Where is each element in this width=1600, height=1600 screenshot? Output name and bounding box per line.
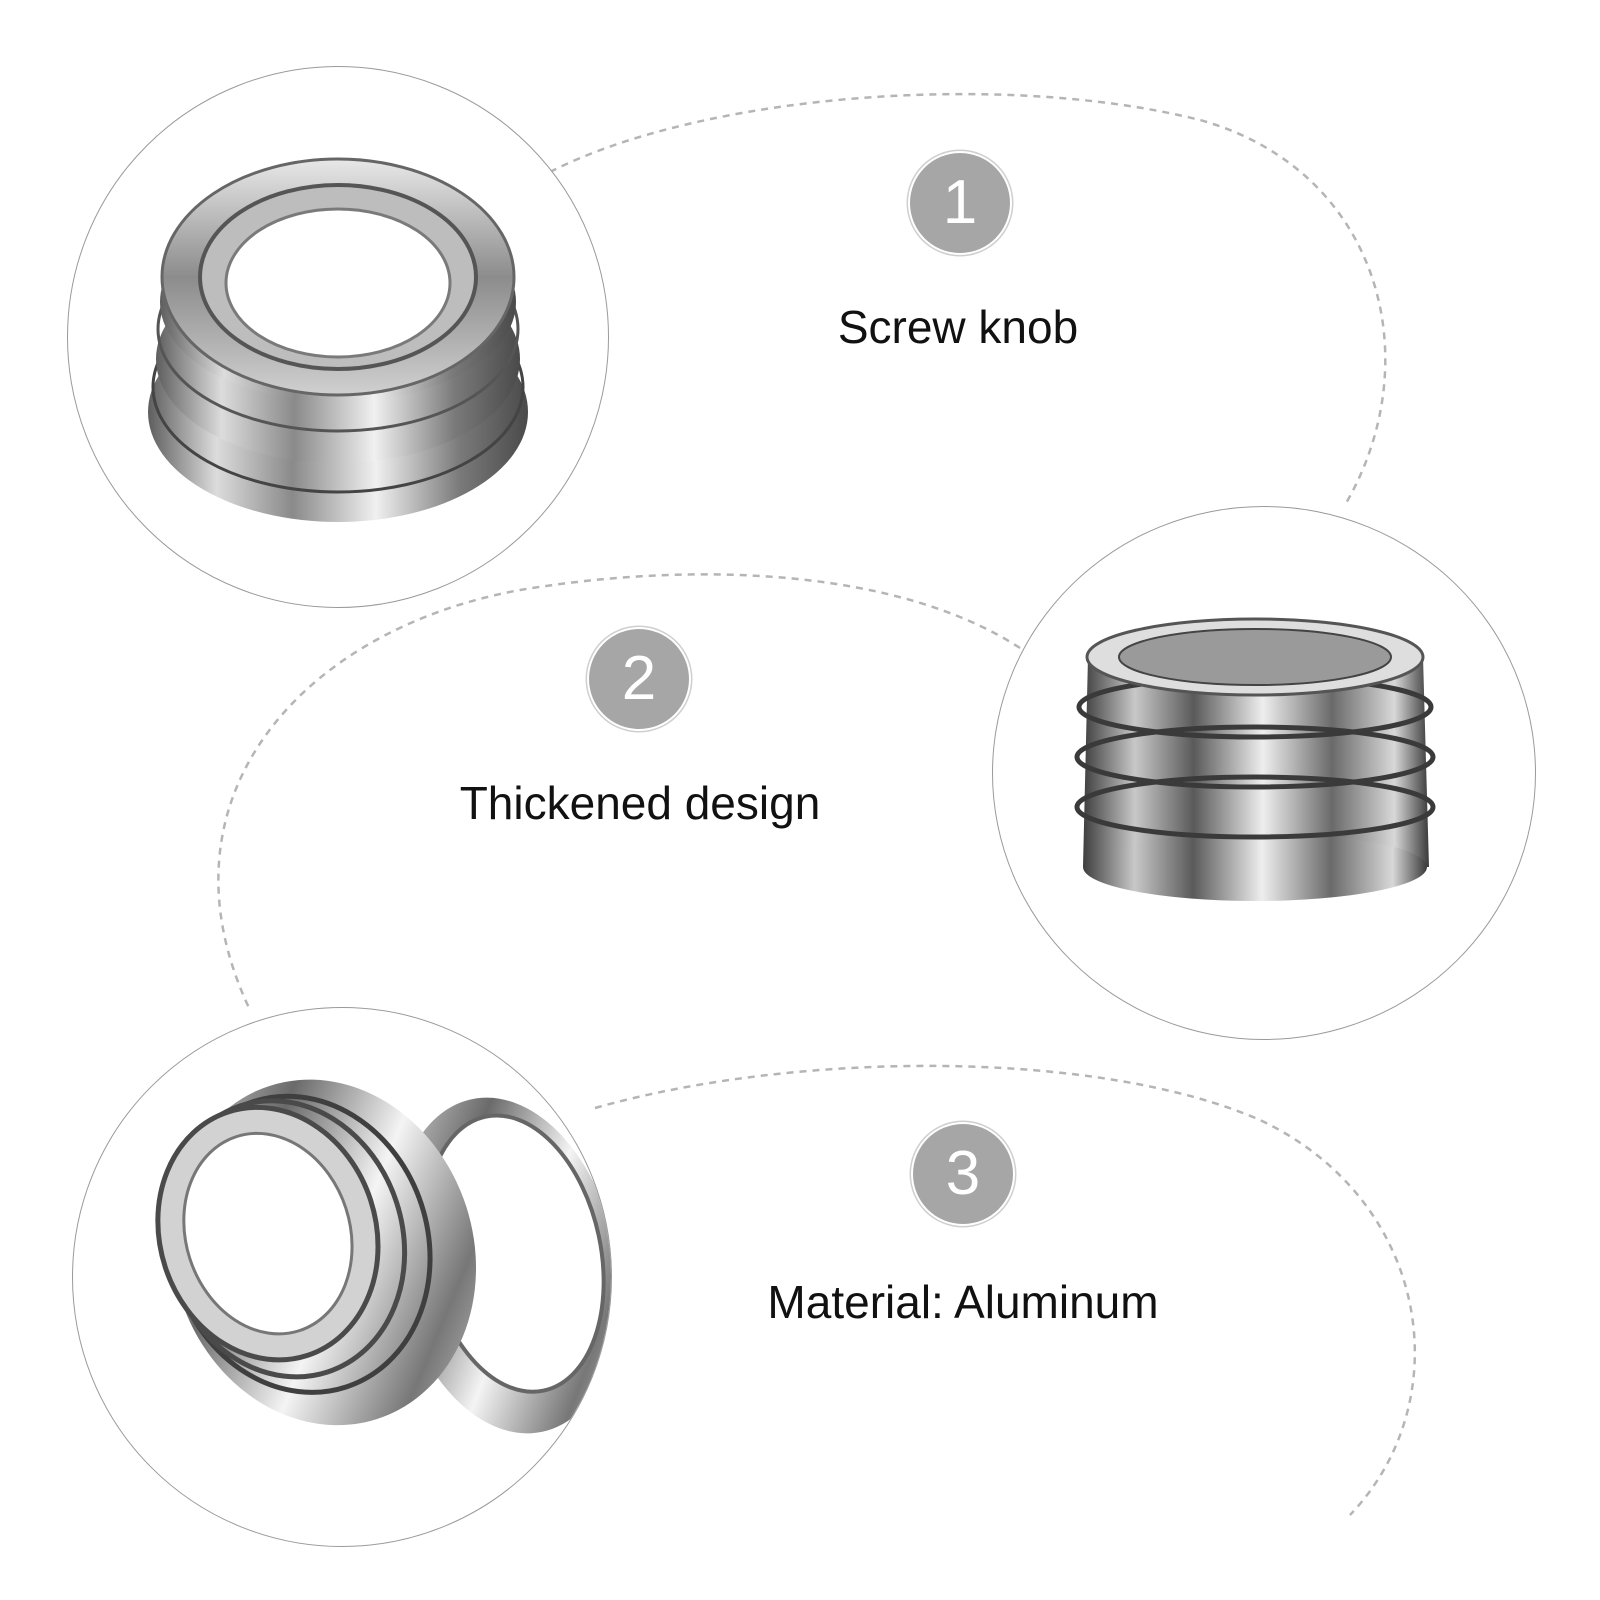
dashed-curve-2	[217, 573, 1021, 1011]
screw-ring-pair-image	[155, 1079, 611, 1434]
dashed-curve-3	[594, 1064, 1416, 1516]
photo-circle-top-view	[67, 66, 609, 608]
photo-circle-side-view	[992, 506, 1536, 1040]
feature-number-badge-3: 3	[913, 1124, 1013, 1224]
screw-ring-side-view-image	[1074, 617, 1436, 901]
feature-label-screw-knob: Screw knob	[837, 301, 1079, 353]
screw-ring-top-view-image	[148, 157, 528, 522]
photo-circle-pair-view	[72, 1007, 612, 1547]
feature-number-badge-1: 1	[910, 153, 1010, 253]
feature-label-thickened-design: Thickened design	[459, 777, 821, 829]
feature-label-material: Material: Aluminum	[767, 1276, 1159, 1328]
feature-number-badge-2: 2	[589, 629, 689, 729]
dashed-curve-1	[549, 92, 1387, 506]
